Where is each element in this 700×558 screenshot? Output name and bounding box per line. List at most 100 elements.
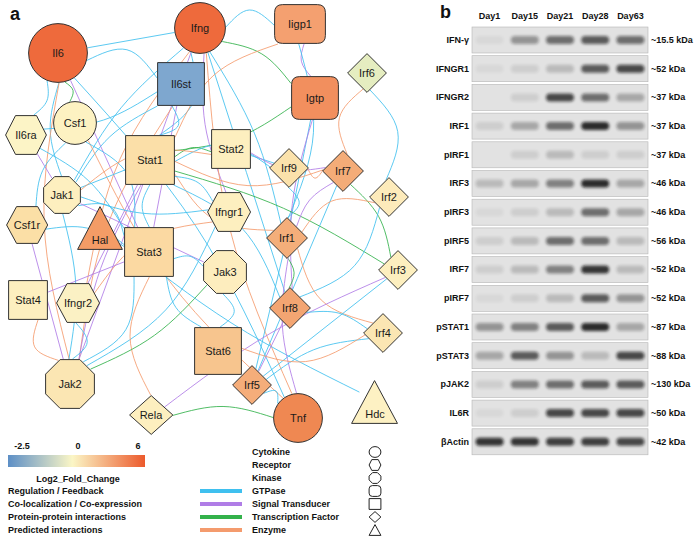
protein-band [476,352,504,360]
gene-label: Il6 [52,47,64,59]
lane-header: Day28 [582,11,609,21]
interaction-edge [307,311,368,328]
gene-node: Irf2 [369,177,409,217]
interaction-edge [174,185,280,297]
protein-band [581,323,609,331]
protein-band [511,352,539,360]
interaction-edge [175,171,384,264]
gene-label: Hdc [365,408,385,420]
node-outline [125,228,174,277]
gene-node: Jak1 [43,176,81,214]
node-outline [275,5,326,44]
legend-text: Signal Transducer [252,499,330,509]
gene-node: Hal [77,206,123,250]
protein-band [616,65,644,73]
gene-node: Jak2 [45,359,95,409]
blot-strip [472,400,648,426]
gene-node: Stat1 [125,135,175,185]
protein-band [476,36,504,44]
node-outline [323,151,364,192]
band-size: ~37 kDa [651,121,685,131]
protein-band [476,65,504,73]
gene-label: Tnf [290,412,306,424]
band-size: ~46 kDa [651,178,685,188]
blot-strip [472,429,648,455]
protein-band [511,266,539,274]
protein-band [476,323,504,331]
interaction-edge [308,169,323,178]
interaction-edge [65,82,73,101]
gene-node: Ifngr2 [56,283,100,323]
protein-band [546,409,574,417]
node-outline [129,396,172,435]
node-outline [57,284,100,323]
protein-band [616,323,644,331]
legend-swatch [200,489,242,493]
interaction-edge [33,320,58,360]
blot-membrane [472,314,648,340]
node-outline [6,116,47,155]
protein-label: IL6R [449,408,469,418]
protein-band [546,380,574,388]
scale-tick: 6 [135,441,140,451]
protein-band [546,93,574,101]
protein-band [476,438,504,446]
gene-label: Stat4 [15,294,41,306]
protein-band [511,438,539,446]
blot-strip [472,113,648,139]
interaction-edge [297,182,334,226]
legend-text: Predicted interactions [8,525,103,535]
blot-membrane [472,84,648,110]
gene-node: Irf7 [322,150,364,192]
gene-label: Irf7 [335,165,351,177]
lane-header: Day63 [617,11,644,21]
gene-label: Irf4 [375,327,391,339]
blot-strip [472,314,648,340]
protein-label: pSTAT1 [436,322,469,332]
protein-band [616,409,644,417]
interaction-edge [263,279,387,376]
protein-label: IFNGR1 [436,64,469,74]
protein-band [581,438,609,446]
shape-icon [369,447,381,458]
gene-node: Tnf [273,393,323,443]
blot-strip [472,228,648,254]
protein-band [476,180,504,188]
node-outline [158,63,205,106]
protein-label: βActin [441,437,469,447]
protein-band [616,122,644,130]
scale-tick: -2.5 [14,441,30,451]
protein-band [581,352,609,360]
gene-node: Igtp [291,76,339,120]
shape-icon [369,525,381,536]
legend-text: Cytokine [252,447,290,457]
blot-membrane [472,429,648,455]
protein-band [581,180,609,188]
blot-membrane [472,56,648,82]
node-outline [126,136,175,185]
blot-strip [472,56,648,82]
interaction-edge [288,187,300,217]
gene-node: Irf3 [378,250,418,290]
node-outline [46,360,95,409]
interaction-edge [259,322,283,372]
interaction-edge [88,33,175,48]
protein-band [511,409,539,417]
protein-band [616,151,644,159]
protein-label: IFN-γ [447,35,470,45]
blot-membrane [472,171,648,197]
interaction-edge [74,78,284,397]
legend-text: Protein-protein interactions [8,512,126,522]
interaction-edge [264,390,278,403]
legend-text: Receptor [252,460,291,470]
scale-tick: 0 [75,441,80,451]
node-outline [267,218,308,259]
interaction-edge [173,406,273,417]
interaction-edge [174,256,203,266]
gene-node: Jak3 [203,250,247,294]
protein-band [616,208,644,216]
band-size: ~52 kDa [651,64,685,74]
interaction-edge [91,285,207,369]
interaction-edge [242,335,365,362]
protein-label: pSTAT3 [436,351,469,361]
